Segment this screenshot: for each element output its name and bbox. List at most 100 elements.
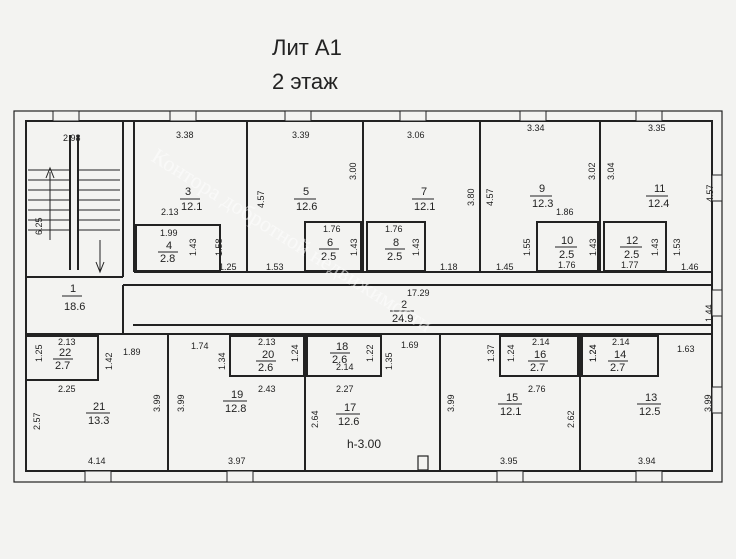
svg-text:1.24: 1.24 (506, 344, 516, 362)
svg-text:2.5: 2.5 (321, 251, 336, 263)
svg-text:1.69: 1.69 (401, 340, 419, 350)
svg-text:3.38: 3.38 (176, 130, 194, 140)
svg-text:2.5: 2.5 (559, 249, 574, 261)
svg-text:11: 11 (654, 183, 665, 195)
svg-text:12.8: 12.8 (225, 403, 246, 415)
svg-text:2.76: 2.76 (528, 384, 546, 394)
room-labels: 118.6 224.9 312.1 42.8 512.6 62.5 712.1 … (53, 183, 669, 428)
svg-text:2.7: 2.7 (530, 362, 545, 374)
svg-text:2.57: 2.57 (32, 412, 42, 430)
svg-text:12.4: 12.4 (648, 198, 669, 210)
svg-text:13.3: 13.3 (88, 415, 109, 427)
svg-text:1.24: 1.24 (588, 344, 598, 362)
svg-text:3.99: 3.99 (446, 394, 456, 412)
svg-text:6: 6 (327, 237, 333, 249)
svg-text:3.34: 3.34 (527, 123, 545, 133)
svg-text:2.98: 2.98 (63, 133, 81, 143)
svg-text:1.76: 1.76 (385, 224, 403, 234)
svg-text:1.44: 1.44 (704, 304, 714, 322)
svg-text:2.5: 2.5 (624, 249, 639, 261)
staircase (28, 166, 120, 274)
svg-text:1.43: 1.43 (588, 238, 598, 256)
svg-text:1.18: 1.18 (440, 262, 458, 272)
svg-text:1.35: 1.35 (384, 352, 394, 370)
svg-text:2.14: 2.14 (336, 362, 354, 372)
svg-text:1.63: 1.63 (677, 344, 695, 354)
svg-text:3.39: 3.39 (292, 130, 310, 140)
svg-text:4.57: 4.57 (485, 188, 495, 206)
svg-text:17.29: 17.29 (407, 288, 430, 298)
svg-text:12.6: 12.6 (338, 416, 359, 428)
svg-text:3.97: 3.97 (228, 456, 246, 466)
svg-text:2.13: 2.13 (58, 337, 76, 347)
svg-text:4: 4 (166, 240, 172, 252)
room-2: 224.9 (390, 299, 414, 325)
svg-text:2: 2 (401, 299, 407, 311)
svg-text:10: 10 (561, 235, 573, 247)
svg-text:1.53: 1.53 (672, 238, 682, 256)
room-18: 182.6 (330, 341, 350, 366)
svg-text:4.57: 4.57 (256, 190, 266, 208)
svg-text:3.06: 3.06 (407, 130, 425, 140)
svg-text:2.6: 2.6 (258, 362, 273, 374)
room-12: 122.5 (620, 235, 642, 261)
top-windows (52, 110, 663, 122)
svg-text:2.7: 2.7 (55, 360, 70, 372)
svg-text:5: 5 (303, 186, 309, 198)
room-21: 21 13.3 (86, 401, 110, 427)
svg-text:4.14: 4.14 (88, 456, 106, 466)
svg-text:12.3: 12.3 (532, 198, 553, 210)
svg-text:3: 3 (185, 186, 191, 198)
room-22: 222.7 (53, 347, 73, 372)
svg-text:1.55: 1.55 (522, 238, 532, 256)
svg-text:16: 16 (534, 349, 546, 361)
svg-text:18.6: 18.6 (64, 301, 85, 313)
svg-text:1.45: 1.45 (496, 262, 514, 272)
svg-text:18: 18 (336, 341, 348, 353)
svg-text:1.89: 1.89 (123, 347, 141, 357)
dimension-labels: 2.98 3.38 3.39 3.06 3.34 3.35 6.25 2.13 … (32, 123, 715, 466)
svg-text:24.9: 24.9 (392, 313, 413, 325)
svg-text:1.99: 1.99 (160, 228, 178, 238)
svg-text:1.42: 1.42 (104, 352, 114, 370)
room-20: 202.6 (256, 349, 276, 374)
room-14: 142.7 (608, 349, 628, 374)
svg-text:8: 8 (393, 237, 399, 249)
svg-text:3.00: 3.00 (348, 162, 358, 180)
svg-text:12.1: 12.1 (414, 201, 435, 213)
room-5: 512.6 (294, 186, 317, 213)
svg-text:2.14: 2.14 (532, 337, 550, 347)
svg-text:1.24: 1.24 (290, 344, 300, 362)
svg-text:12.1: 12.1 (500, 406, 521, 418)
svg-text:2.14: 2.14 (612, 337, 630, 347)
svg-text:12.5: 12.5 (639, 406, 660, 418)
svg-text:17: 17 (344, 402, 356, 414)
svg-text:13: 13 (645, 392, 657, 404)
svg-text:4.57: 4.57 (705, 184, 715, 202)
room-4: 42.8 (158, 240, 178, 265)
svg-text:12.6: 12.6 (296, 201, 317, 213)
svg-text:1.25: 1.25 (219, 262, 237, 272)
svg-text:1.43: 1.43 (349, 238, 359, 256)
svg-text:9: 9 (539, 183, 545, 195)
svg-text:2.64: 2.64 (310, 410, 320, 428)
right-windows (711, 174, 723, 414)
svg-text:12: 12 (626, 235, 638, 247)
svg-text:3.35: 3.35 (648, 123, 666, 133)
svg-text:1.77: 1.77 (621, 260, 639, 270)
svg-text:2.43: 2.43 (258, 384, 276, 394)
svg-text:2.8: 2.8 (160, 253, 175, 265)
room-10: 102.5 (555, 235, 577, 261)
plan-title: Лит А1 (272, 35, 342, 60)
svg-text:1.24: 1.24 (588, 344, 598, 362)
svg-text:1.46: 1.46 (681, 262, 699, 272)
svg-text:21: 21 (93, 401, 105, 413)
svg-text:3.04: 3.04 (606, 162, 616, 180)
svg-text:2.7: 2.7 (610, 362, 625, 374)
room-9: 912.3 (530, 183, 553, 210)
svg-text:1.25: 1.25 (34, 344, 44, 362)
bottom-windows (84, 470, 663, 483)
svg-text:1.22: 1.22 (365, 344, 375, 362)
room-16: 162.7 (528, 349, 548, 374)
